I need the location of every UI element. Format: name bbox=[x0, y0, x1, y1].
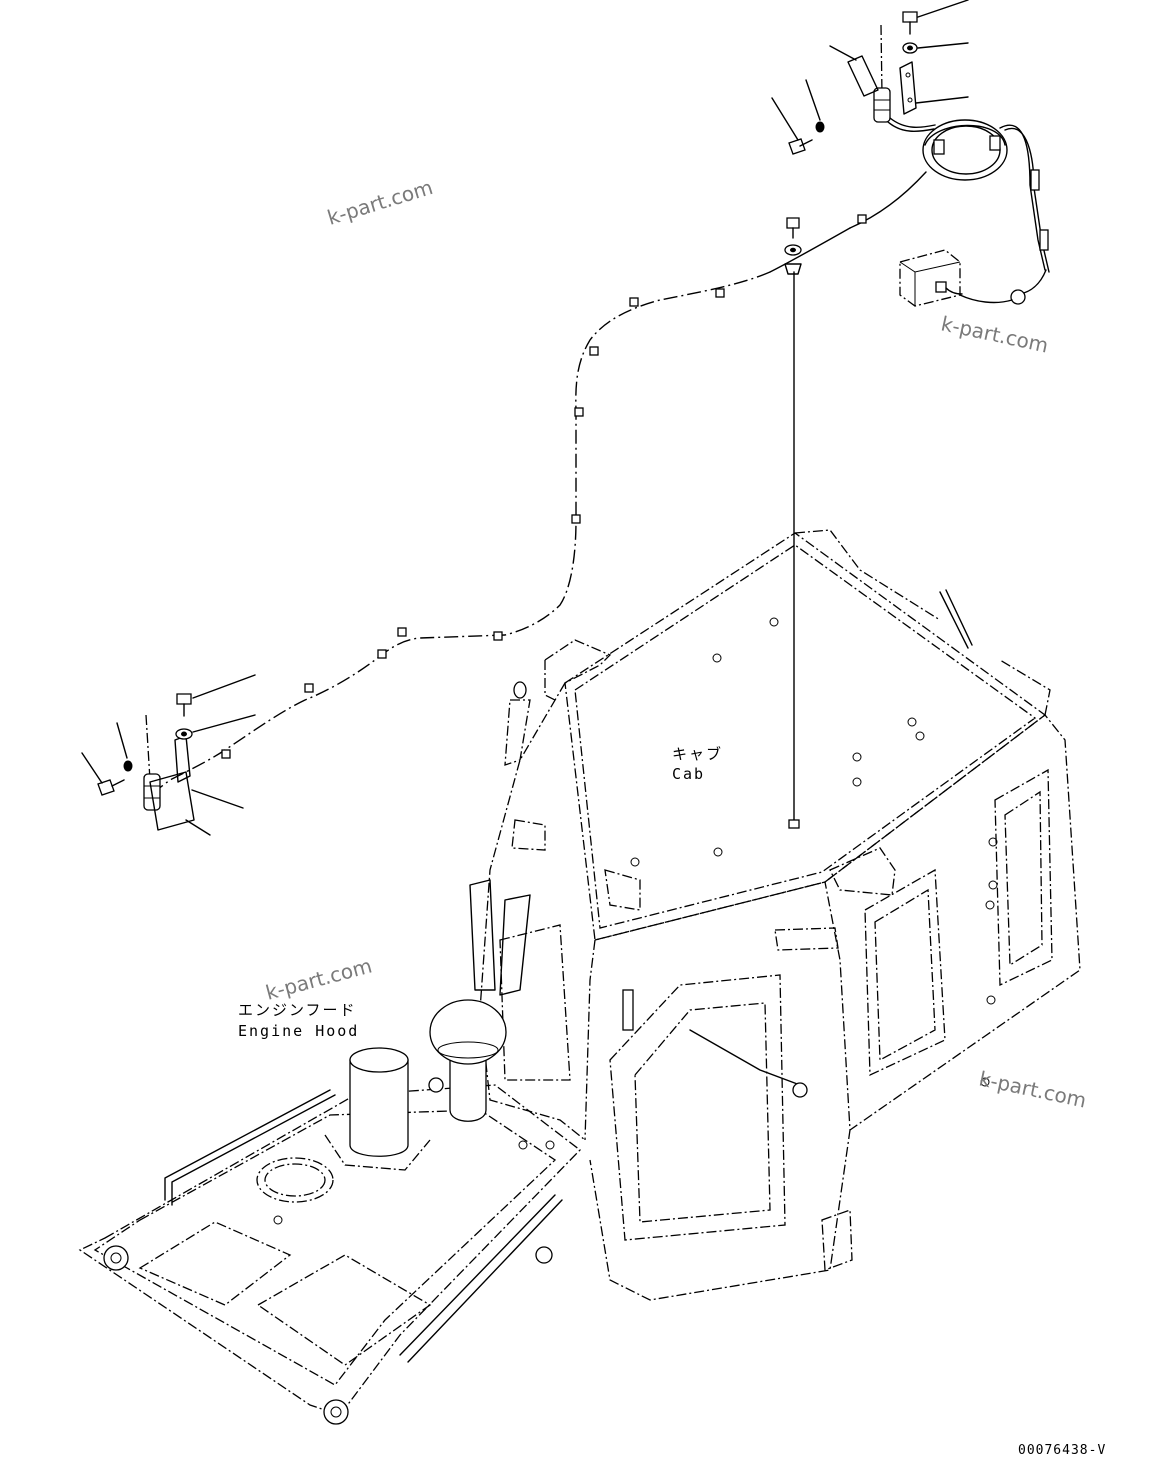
label-engine-hood: エンジンフード Engine Hood bbox=[238, 1001, 359, 1040]
wire-harness bbox=[149, 271, 771, 796]
engine-hood bbox=[78, 999, 581, 1425]
watermark: k-part.com bbox=[977, 1066, 1089, 1112]
label-hood-jp: エンジンフード bbox=[238, 1001, 357, 1019]
label-cab: キャブ Cab bbox=[672, 745, 723, 783]
roof-bolts bbox=[630, 617, 925, 867]
watermark: k-part.com bbox=[324, 175, 435, 230]
cab-outline bbox=[469, 529, 1081, 1301]
label-cab-jp: キャブ bbox=[672, 745, 723, 763]
drawing-code: 00076438-V bbox=[1018, 1443, 1106, 1458]
antenna-cable-coil bbox=[769, 119, 1050, 307]
right-antenna-mount bbox=[771, 0, 969, 155]
left-antenna-mount bbox=[81, 674, 256, 836]
watermark: k-part.com bbox=[939, 311, 1051, 357]
watermark: k-part.com bbox=[263, 953, 374, 1004]
label-hood-en: Engine Hood bbox=[238, 1022, 359, 1040]
center-mount bbox=[784, 217, 802, 829]
label-cab-en: Cab bbox=[672, 765, 705, 783]
